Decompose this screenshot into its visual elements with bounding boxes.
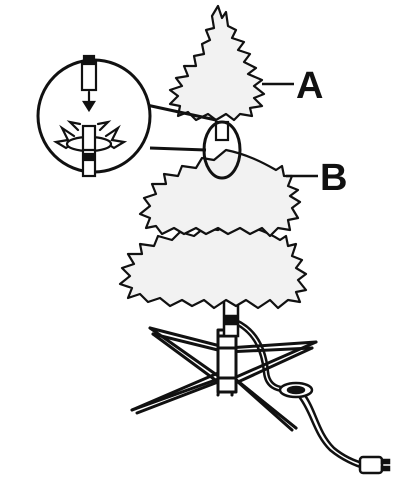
label-section-a: A xyxy=(296,65,323,107)
section-a-foliage xyxy=(168,4,266,122)
x-base-stand xyxy=(130,326,318,432)
cord-switch xyxy=(278,381,314,399)
label-section-b: B xyxy=(320,157,347,199)
callout-leaders xyxy=(262,82,318,178)
section-a-pole-insert xyxy=(214,120,230,142)
section-b-foliage xyxy=(118,148,308,310)
magnifier-content xyxy=(52,54,128,178)
middle-tier xyxy=(138,148,302,238)
detail-target-ring xyxy=(202,120,242,180)
lower-tier xyxy=(118,220,308,310)
plug xyxy=(358,455,391,475)
